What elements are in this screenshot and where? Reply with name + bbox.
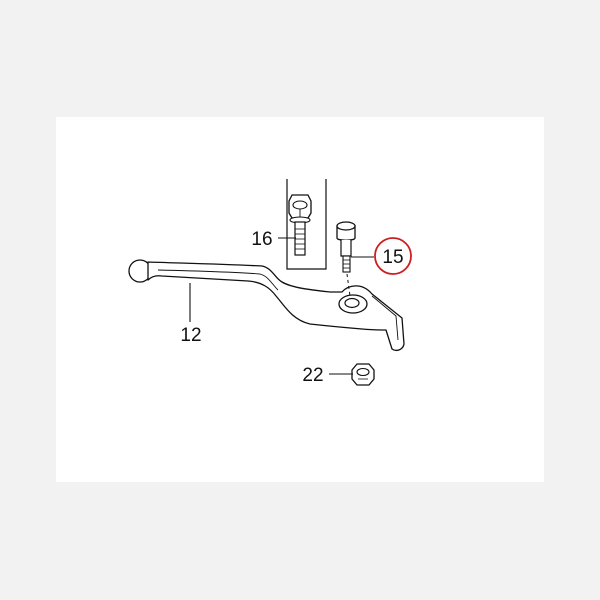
- label-lever: 12: [180, 325, 201, 346]
- label-pivot-bolt: 15: [382, 247, 403, 268]
- lock-nut: [351, 363, 375, 386]
- label-clamp-bolt: 16: [251, 229, 272, 250]
- highlight-circle: [374, 237, 412, 275]
- pivot-bolt: [336, 221, 356, 297]
- brake-lever: [128, 259, 405, 351]
- inset-bracket: [286, 179, 327, 270]
- label-nut: 22: [302, 365, 323, 386]
